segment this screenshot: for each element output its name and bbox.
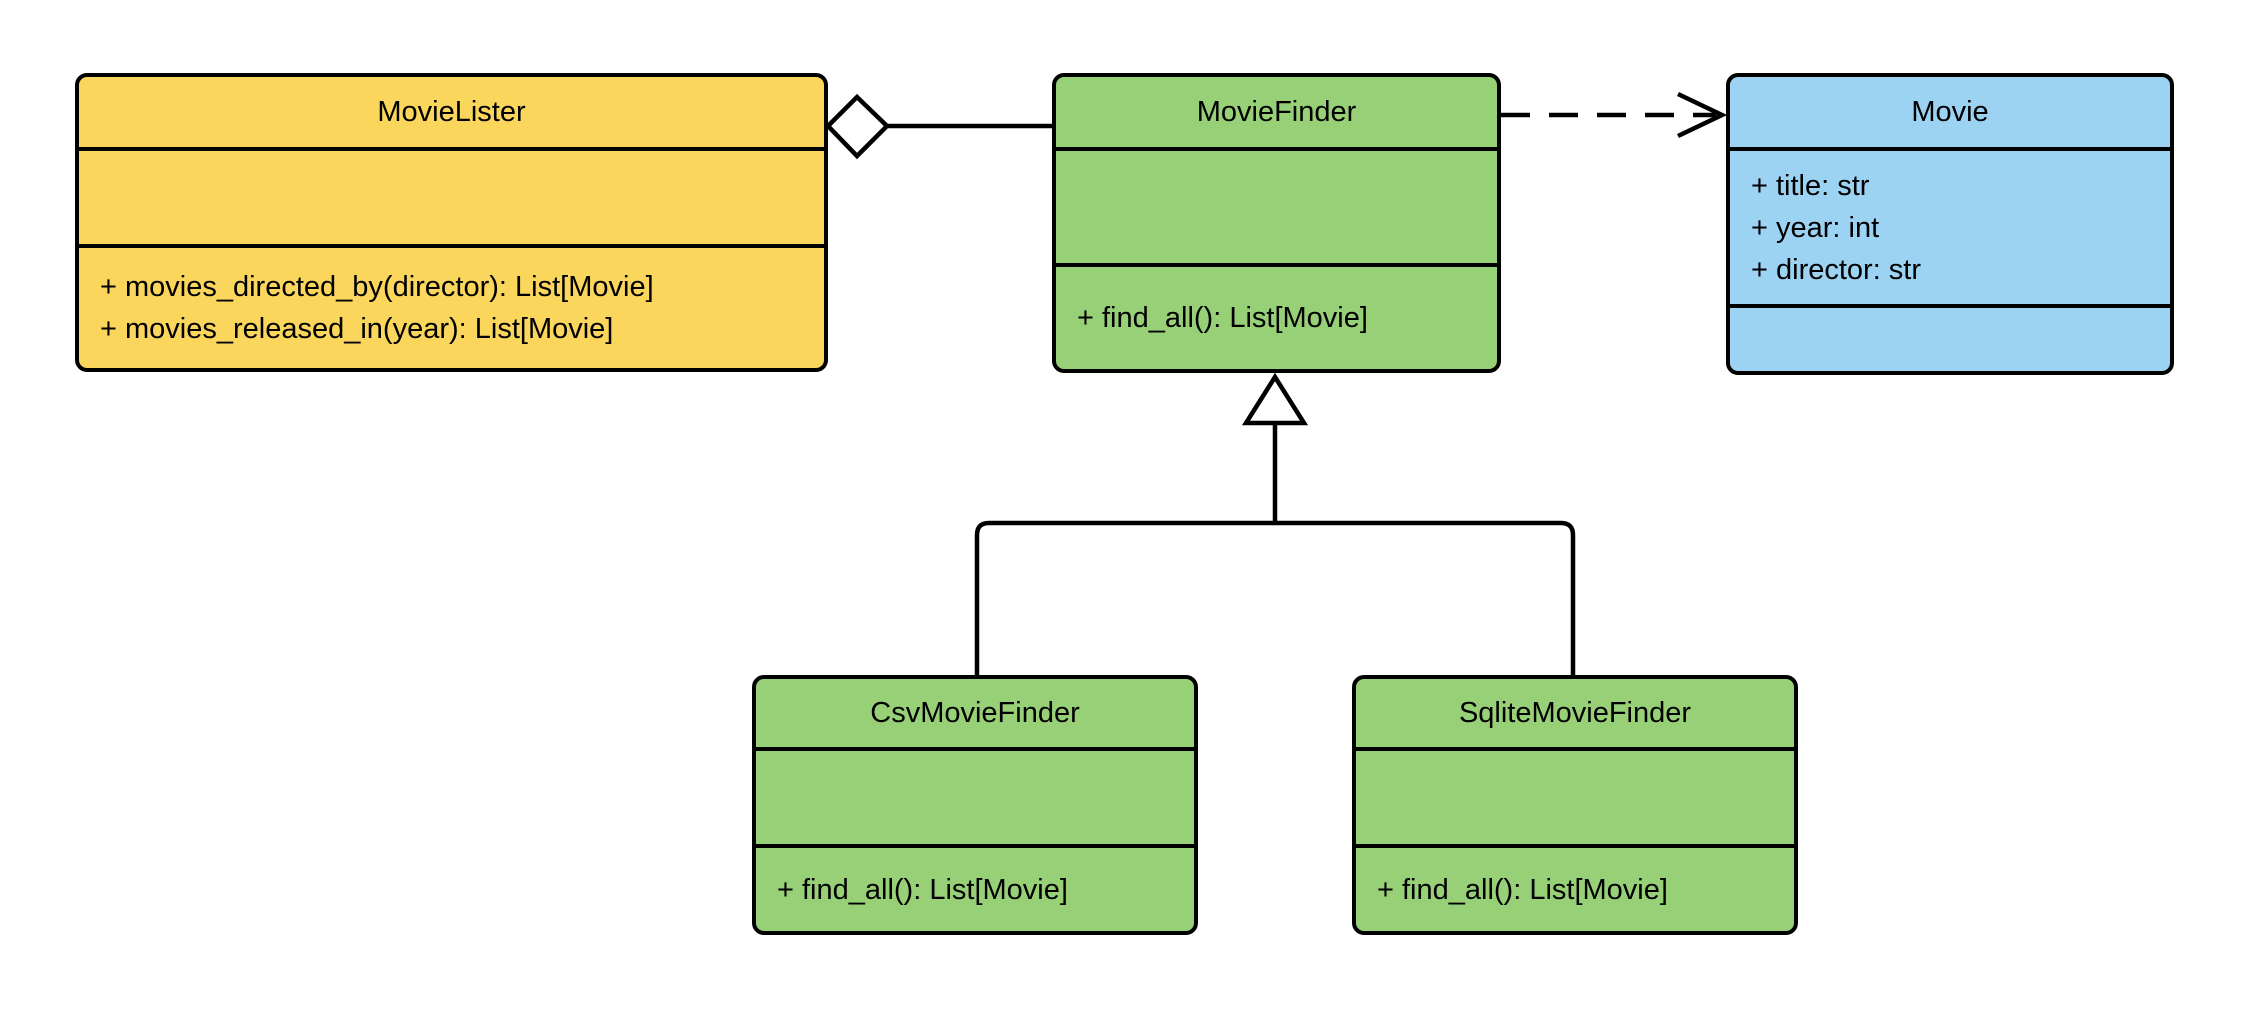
- attributes-compartment-moviefinder: [1056, 147, 1497, 263]
- class-name-movielister: MovieLister: [377, 95, 526, 128]
- aggregation-connector-movielister-moviefinder: [824, 93, 1054, 160]
- class-csvmoviefinder: CsvMovieFinder + find_all(): List[Movie]: [752, 675, 1198, 935]
- class-name-movie: Movie: [1911, 95, 1989, 128]
- attributes-compartment-sqlitemoviefinder: [1356, 747, 1794, 844]
- method-movies-directed-by: + movies_directed_by(director): List[Mov…: [100, 271, 654, 303]
- hollow-triangle-icon: [1241, 372, 1309, 426]
- attribute-year: + year: int: [1751, 211, 1880, 244]
- methods-compartment-sqlitemoviefinder: + find_all(): List[Movie]: [1356, 844, 1794, 931]
- methods-compartment-moviefinder: + find_all(): List[Movie]: [1056, 263, 1497, 369]
- class-name-csvmoviefinder: CsvMovieFinder: [870, 696, 1080, 729]
- method-find-all: + find_all(): List[Movie]: [1077, 302, 1368, 334]
- class-movie: Movie + title: str + year: int + directo…: [1726, 73, 2174, 375]
- methods-compartment-movielister: + movies_directed_by(director): List[Mov…: [79, 244, 824, 368]
- attributes-compartment-movielister: [79, 147, 824, 244]
- class-name-moviefinder: MovieFinder: [1196, 95, 1357, 128]
- dependency-connector-moviefinder-movie: [1501, 91, 1728, 139]
- class-movielister: MovieLister + movies_directed_by(directo…: [75, 73, 828, 372]
- method-find-all: + find_all(): List[Movie]: [777, 873, 1068, 906]
- inheritance-elbow-line: [974, 520, 1576, 680]
- method-movies-released-in: + movies_released_in(year): List[Movie]: [100, 313, 614, 345]
- methods-compartment-csvmoviefinder: + find_all(): List[Movie]: [756, 844, 1194, 931]
- method-find-all: + find_all(): List[Movie]: [1377, 873, 1668, 906]
- inheritance-connector: [974, 372, 1576, 680]
- methods-compartment-movie: [1730, 304, 2170, 371]
- class-sqlitemoviefinder: SqliteMovieFinder + find_all(): List[Mov…: [1352, 675, 1798, 935]
- class-moviefinder: MovieFinder + find_all(): List[Movie]: [1052, 73, 1501, 373]
- attribute-title: + title: str: [1751, 169, 1870, 202]
- attributes-compartment-csvmoviefinder: [756, 747, 1194, 844]
- hollow-diamond-icon: [824, 93, 891, 160]
- class-name-sqlitemoviefinder: SqliteMovieFinder: [1458, 696, 1692, 729]
- open-arrowhead-icon: [1677, 91, 1728, 139]
- attributes-compartment-movie: + title: str + year: int + director: str: [1730, 147, 2170, 304]
- attribute-director: + director: str: [1751, 253, 1922, 286]
